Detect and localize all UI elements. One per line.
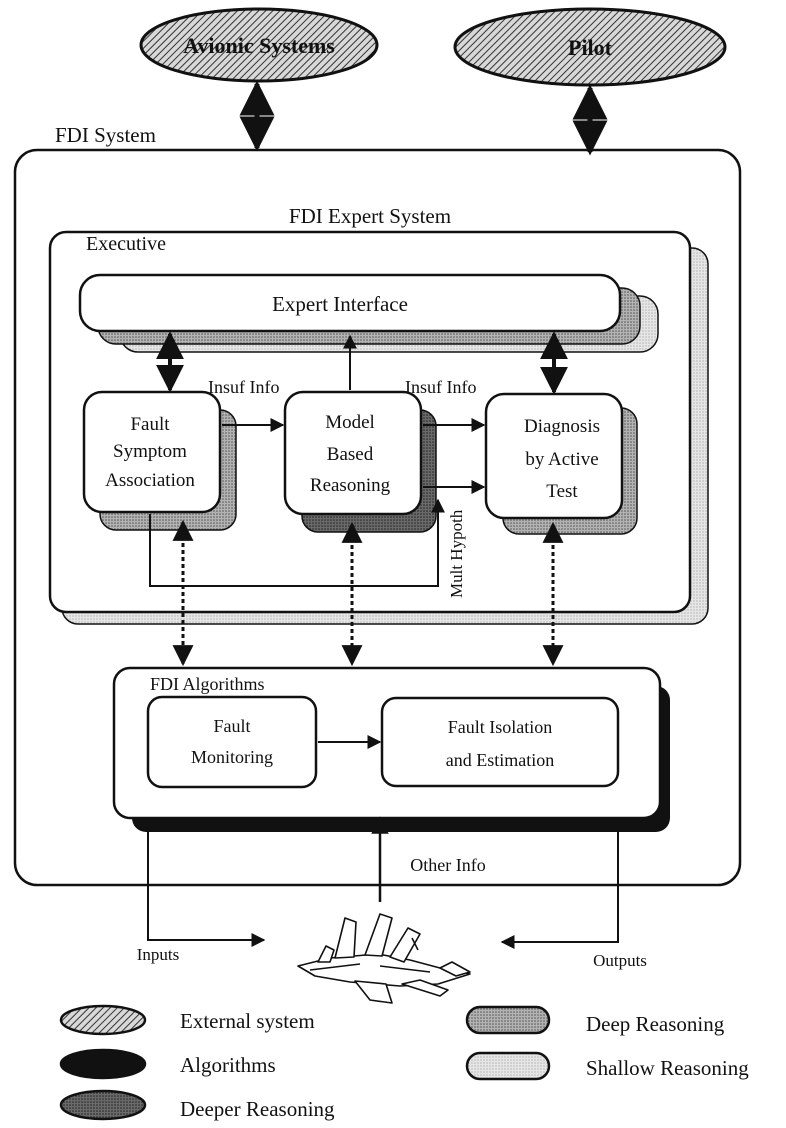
- expert-system-label: FDI Expert System: [289, 204, 451, 228]
- fdi-system-label: FDI System: [55, 123, 156, 147]
- fault-symptom-line2: Symptom: [113, 441, 187, 462]
- aircraft-icon: [297, 913, 471, 1004]
- insuf-info-label-1: Insuf Info: [208, 377, 279, 397]
- expert-interface-box: [78, 273, 622, 333]
- fdi-system-box: [13, 148, 742, 887]
- pilot-label: Pilot: [568, 35, 613, 60]
- legend-external-label: External system: [180, 1009, 315, 1033]
- diagnosis-line2: by Active: [525, 449, 598, 470]
- inputs-arrow: [147, 820, 266, 947]
- model-based-box: [283, 390, 423, 516]
- legend-deeper: Deeper Reasoning: [59, 1089, 335, 1121]
- other-info-label: Other Info: [410, 855, 485, 875]
- insuf-info-label-2: Insuf Info: [405, 377, 476, 397]
- avionic-systems-node: Avionic Systems: [139, 7, 379, 83]
- inputs-label: Inputs: [137, 945, 180, 964]
- algorithms-label: FDI Algorithms: [150, 674, 265, 694]
- legend-shallow-swatch: [465, 1051, 551, 1081]
- legend-external: External system: [59, 1004, 315, 1036]
- fault-monitoring-line1: Fault: [213, 716, 250, 736]
- fault-monitoring-line2: Monitoring: [191, 747, 273, 767]
- legend-algorithms-label: Algorithms: [180, 1053, 276, 1077]
- avionic-systems-label: Avionic Systems: [183, 33, 335, 58]
- diagnosis-line1: Diagnosis: [524, 416, 600, 437]
- diagnosis-line3: Test: [546, 481, 578, 502]
- legend-deeper-label: Deeper Reasoning: [180, 1097, 335, 1121]
- legend-external-swatch: [59, 1004, 147, 1036]
- fault-symptom-line1: Fault: [130, 414, 170, 435]
- legend-shallow-label: Shallow Reasoning: [586, 1056, 749, 1080]
- fault-monitoring-box: [146, 695, 318, 789]
- legend-deep-label: Deep Reasoning: [586, 1012, 725, 1036]
- outputs-arrow: [500, 820, 619, 949]
- expert-interface-label: Expert Interface: [272, 292, 408, 316]
- model-based-line2: Based: [327, 444, 374, 465]
- pilot-node: Pilot: [453, 7, 727, 87]
- fault-symptom-box: [82, 390, 222, 514]
- fault-isolation-box: [380, 696, 620, 788]
- fault-symptom-line3: Association: [105, 470, 195, 491]
- legend: External system Algorithms Deeper Reason…: [59, 1004, 749, 1121]
- legend-deep: Deep Reasoning: [465, 1005, 725, 1036]
- legend-deep-swatch: [465, 1005, 551, 1035]
- fault-isolation-line1: Fault Isolation: [448, 717, 553, 737]
- model-based-line3: Reasoning: [310, 475, 391, 496]
- legend-shallow: Shallow Reasoning: [465, 1051, 749, 1081]
- fault-isolation-line2: and Estimation: [446, 750, 554, 770]
- model-based-line1: Model: [325, 412, 375, 433]
- outputs-label: Outputs: [593, 951, 647, 970]
- legend-deeper-swatch: [59, 1089, 147, 1121]
- legend-algorithms: Algorithms: [59, 1048, 276, 1080]
- legend-algorithms-swatch: [59, 1048, 147, 1080]
- mult-hypoth-loop: [149, 498, 445, 587]
- executive-label: Executive: [86, 233, 166, 255]
- mult-hypoth-label: Mult Hypoth: [447, 509, 466, 598]
